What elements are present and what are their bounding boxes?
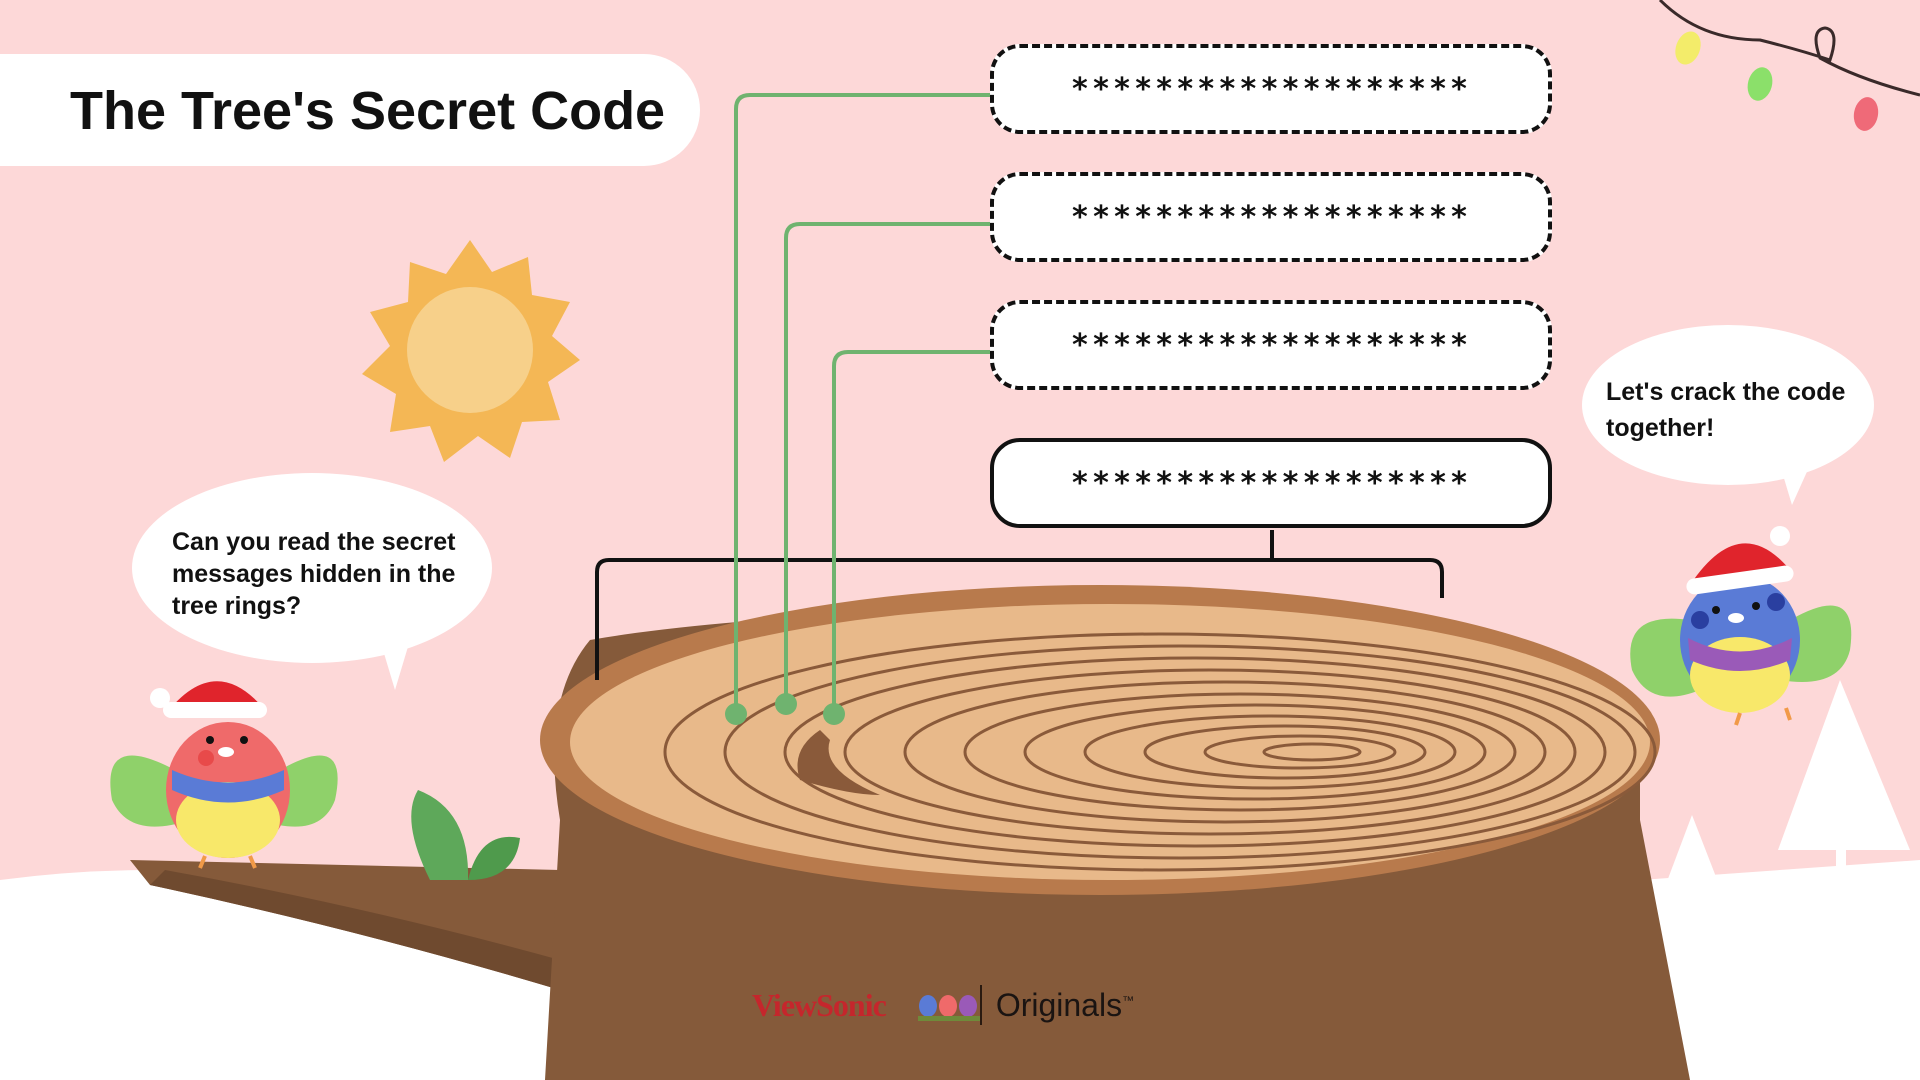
branding-logo: ViewSonic Originals™ [752,985,1134,1025]
page-title: The Tree's Secret Code [70,81,666,141]
originals-text: Originals [995,986,1123,1023]
connector-dots [725,693,845,725]
string-lights-icon [1658,0,1920,131]
left-bubble-text: Can you read the secret messages hidden … [172,526,455,622]
tree-silhouettes [1660,680,1910,900]
right-bubble-text: Let's crack the code together! [1606,374,1845,446]
trademark: ™ [1122,992,1135,1007]
originals-wordmark: Originals™ [996,987,1134,1024]
snow-ground-right [1640,860,1920,1080]
title-banner [0,54,700,166]
ring-connectors [734,93,992,714]
crack [797,730,880,795]
bubble-line: Can you read the secret [172,528,456,556]
bubble-line: Let's crack the code [1606,378,1846,406]
secret-code-box-3[interactable]: ******************* [990,300,1552,390]
viewsonic-wordmark: ViewSonic [752,986,887,1023]
blue-bird-icon [1630,526,1852,726]
secret-code-box-2[interactable]: ******************* [990,172,1552,262]
sun-icon [362,240,580,462]
secret-code-box-4[interactable]: ******************* [990,438,1552,528]
speech-bubble-right [1582,325,1874,505]
stump-top-wood [570,604,1650,880]
code-text: ******************* [1070,199,1472,235]
code-text: ******************* [1070,465,1472,501]
bubble-line: tree rings? [172,592,302,620]
viewsonic-birds-logo [918,995,980,1021]
red-bird-icon [110,681,338,869]
secret-code-box-1[interactable]: ******************* [990,44,1552,134]
leaf-icon [411,790,520,880]
branch-shade [150,870,560,990]
logo-divider [979,985,982,1025]
tree-rings [663,632,1657,872]
code-text: ******************* [1070,327,1472,363]
ring-bracket [595,530,1444,680]
bubble-line: messages hidden in the [172,560,456,588]
speech-bubble-left [132,473,492,690]
bubble-line: together! [1606,414,1715,442]
code-text: ******************* [1070,71,1472,107]
